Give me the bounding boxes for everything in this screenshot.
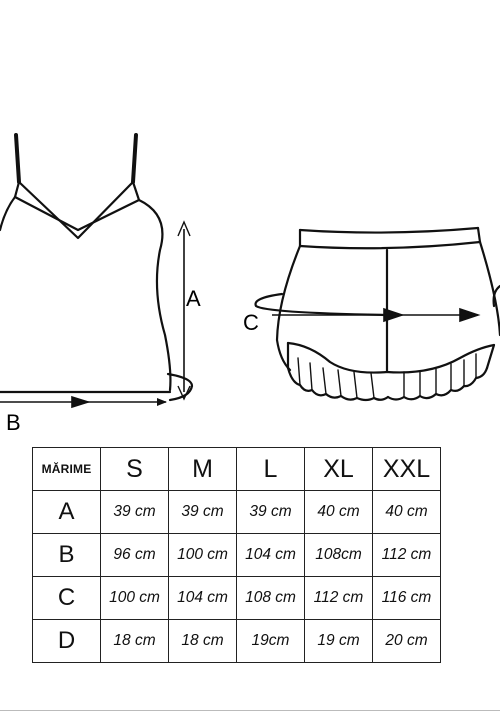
table-cell: 20 cm: [372, 619, 441, 663]
table-cell: 112 cm: [304, 576, 373, 620]
header-size-m: M: [168, 447, 237, 491]
table-cell: 19 cm: [304, 619, 373, 663]
row-label: B: [32, 533, 101, 577]
table-cell: 100 cm: [100, 576, 169, 620]
table-cell: 108 cm: [236, 576, 305, 620]
measure-b-arrow: [0, 395, 167, 409]
header-size-l: L: [236, 447, 305, 491]
table-cell: 40 cm: [304, 490, 373, 534]
size-table: MĂRIME S M L XL XXL A 39 cm 39 cm 39 cm …: [32, 447, 441, 663]
measure-a-label: A: [186, 286, 201, 311]
shorts-outline: [254, 226, 500, 402]
table-row: C 100 cm 104 cm 108 cm 112 cm 116 cm: [32, 576, 441, 620]
table-cell: 100 cm: [168, 533, 237, 577]
table-cell: 39 cm: [236, 490, 305, 534]
table-cell: 18 cm: [168, 619, 237, 663]
table-row: A 39 cm 39 cm 39 cm 40 cm 40 cm: [32, 490, 441, 534]
header-size-xl: XL: [304, 447, 373, 491]
header-size-label: MĂRIME: [32, 447, 101, 491]
table-cell: 19cm: [236, 619, 305, 663]
table-cell: 39 cm: [168, 490, 237, 534]
row-label: D: [32, 619, 101, 663]
measure-c-arrow: [272, 307, 481, 323]
table-cell: 112 cm: [372, 533, 441, 577]
header-size-s: S: [100, 447, 169, 491]
camisole-top-outline: [0, 133, 194, 402]
header-size-xxl: XXL: [372, 447, 441, 491]
table-cell: 108cm: [304, 533, 373, 577]
table-row: D 18 cm 18 cm 19cm 19 cm 20 cm: [32, 619, 441, 663]
bottom-divider: [0, 710, 500, 711]
table-cell: 96 cm: [100, 533, 169, 577]
table-header-row: MĂRIME S M L XL XXL: [32, 447, 441, 491]
table-cell: 104 cm: [236, 533, 305, 577]
table-cell: 18 cm: [100, 619, 169, 663]
measure-c-label: C: [243, 310, 259, 335]
table-cell: 40 cm: [372, 490, 441, 534]
table-cell: 104 cm: [168, 576, 237, 620]
table-row: B 96 cm 100 cm 104 cm 108cm 112 cm: [32, 533, 441, 577]
table-cell: 39 cm: [100, 490, 169, 534]
row-label: C: [32, 576, 101, 620]
table-cell: 116 cm: [372, 576, 441, 620]
measure-b-label: B: [6, 410, 21, 430]
measure-a-arrow: [177, 220, 191, 401]
row-label: A: [32, 490, 101, 534]
